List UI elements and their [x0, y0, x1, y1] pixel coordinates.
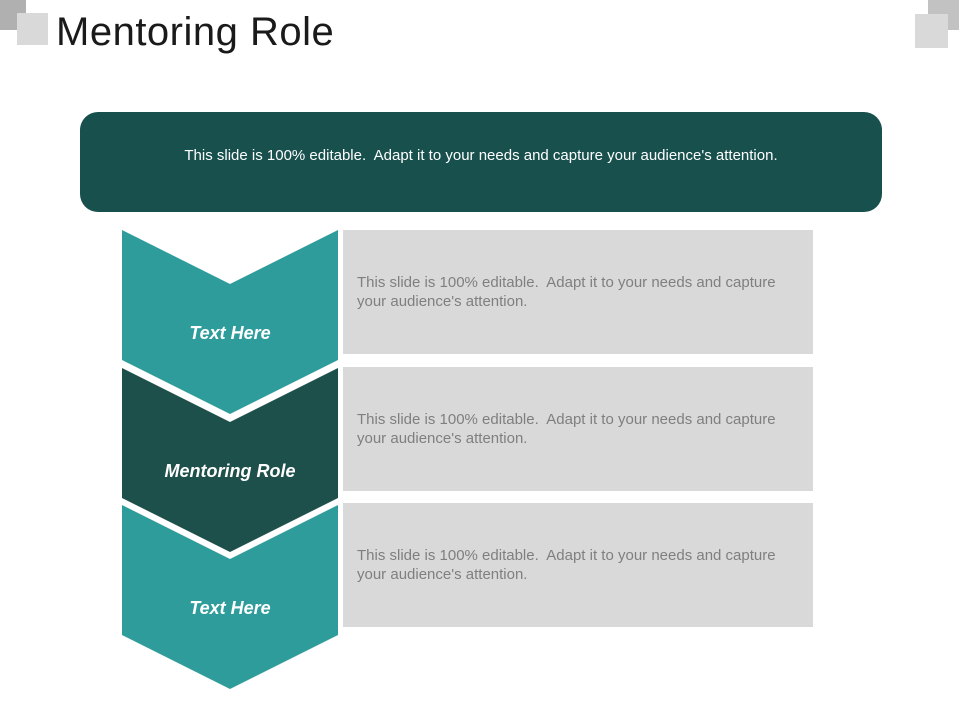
- corner-square-top-right-light-icon: [915, 14, 948, 48]
- description-box-1: This slide is 100% editable. Adapt it to…: [343, 230, 813, 354]
- page-title: Mentoring Role: [56, 10, 335, 54]
- description-box-2: This slide is 100% editable. Adapt it to…: [343, 367, 813, 491]
- chevron-step-2-label: Mentoring Role: [164, 461, 296, 481]
- description-box-1-text: This slide is 100% editable. Adapt it to…: [357, 274, 780, 310]
- chevron-step-3-label: Text Here: [189, 598, 271, 618]
- editable-note-banner-text: This slide is 100% editable. Adapt it to…: [184, 146, 778, 164]
- corner-square-top-left-light-icon: [17, 13, 48, 45]
- description-box-3-text: This slide is 100% editable. Adapt it to…: [357, 547, 780, 583]
- description-box-3: This slide is 100% editable. Adapt it to…: [343, 503, 813, 627]
- editable-note-banner: This slide is 100% editable. Adapt it to…: [80, 112, 882, 212]
- chevron-step-1-label: Text Here: [189, 323, 271, 343]
- description-box-2-text: This slide is 100% editable. Adapt it to…: [357, 411, 780, 447]
